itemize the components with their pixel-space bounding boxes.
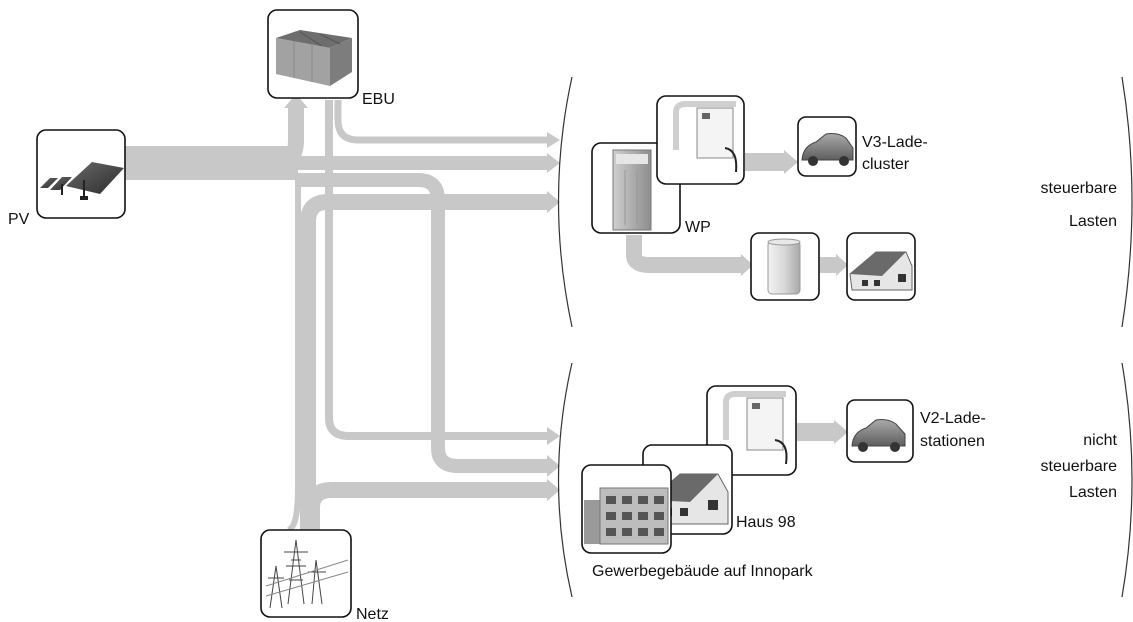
haus98-label: Haus 98 bbox=[736, 514, 796, 531]
arrowhead bbox=[547, 153, 560, 173]
tank-node bbox=[751, 233, 819, 300]
ebu-node: EBU bbox=[268, 10, 395, 108]
flow-pv-branch bbox=[298, 180, 548, 466]
ebu-label: EBU bbox=[362, 91, 395, 108]
netz-node: Netz bbox=[261, 530, 389, 622]
heat-storage-tank-icon bbox=[768, 239, 800, 294]
steuerbare-line1: steuerbare bbox=[1041, 180, 1118, 197]
nicht-line3: Lasten bbox=[1069, 484, 1117, 501]
bracket-nicht-left bbox=[559, 363, 573, 597]
nicht-line2: steuerbare bbox=[1041, 458, 1118, 475]
house-node-steuerbar bbox=[847, 233, 915, 300]
flow-netz-to-nicht bbox=[312, 490, 548, 530]
arrowhead bbox=[547, 132, 560, 148]
pv-node: PV bbox=[8, 130, 125, 228]
group-label-nicht-steuerbar: nicht steuerbare Lasten bbox=[1041, 432, 1118, 501]
v2-label-line1: V2-Lade- bbox=[920, 410, 986, 427]
flow-pv-to-netz bbox=[288, 178, 298, 530]
heat-pump-icon bbox=[613, 150, 651, 230]
bracket-steuerbar-left bbox=[559, 77, 573, 327]
wp-label: WP bbox=[685, 219, 711, 236]
arrowhead bbox=[784, 150, 798, 174]
flow-wp-to-tank bbox=[634, 235, 742, 265]
arrowhead bbox=[834, 420, 848, 444]
v3-label-line2: cluster bbox=[862, 156, 910, 173]
v3-car-node: V3-Lade- cluster bbox=[798, 117, 928, 176]
bracket-steuerbar-right bbox=[1122, 77, 1132, 327]
pv-label: PV bbox=[8, 211, 30, 228]
bracket-nicht-right bbox=[1122, 363, 1132, 597]
v2-car-node: V2-Lade- stationen bbox=[847, 400, 986, 462]
flow-netz-to-steuerbar bbox=[308, 202, 548, 530]
v2-label-line2: stationen bbox=[920, 433, 985, 450]
arrowhead bbox=[547, 427, 560, 445]
nicht-line1: nicht bbox=[1083, 432, 1117, 449]
charger-node-steuerbar bbox=[657, 96, 744, 184]
netz-label: Netz bbox=[356, 606, 389, 622]
v3-label-line1: V3-Lade- bbox=[862, 134, 928, 151]
gewerbe-label: Gewerbegebäude auf Innopark bbox=[592, 563, 814, 580]
group-label-steuerbar: steuerbare Lasten bbox=[1041, 180, 1118, 230]
steuerbare-line2: Lasten bbox=[1069, 213, 1117, 230]
